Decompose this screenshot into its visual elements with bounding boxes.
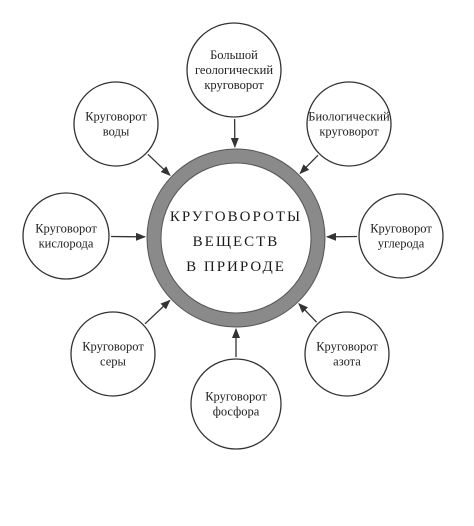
arrow-biological (299, 154, 319, 175)
node-label-geological-line-2: геологический (195, 63, 273, 77)
node-circle-water (73, 81, 159, 167)
node-label-biological-line-1: Биологический (308, 110, 390, 124)
center-title-line-3: В ПРИРОДЕ (186, 259, 286, 275)
node-label-biological-line-2: круговорот (319, 125, 379, 139)
node-label-oxygen-line-2: кислорода (39, 237, 94, 251)
node-circle-biological (306, 81, 392, 167)
node-label-carbon-line-1: Круговорот (370, 222, 432, 236)
arrows-layer (110, 118, 358, 357)
node-label-geological-line-1: Большой (210, 48, 258, 62)
node-circle-carbon (358, 193, 444, 279)
node-label-carbon-line-2: углерода (378, 237, 425, 251)
node-label-water-line-2: воды (103, 125, 130, 139)
node-label-sulfur-line-1: Круговорот (82, 340, 144, 354)
node-label-nitrogen-line-2: азота (333, 355, 361, 369)
node-label-geological-line-3: круговорот (204, 78, 264, 92)
node-circle-geological (186, 22, 282, 118)
arrow-nitrogen (298, 302, 318, 323)
arrow-water (147, 153, 171, 176)
central-ring-outer-edge (146, 148, 326, 328)
central-node: КРУГОВОРОТЫ ВЕЩЕСТВ В ПРИРОДЕ (146, 148, 326, 328)
node-circle-phosphorus (190, 358, 282, 450)
node-circle-sulfur (70, 311, 156, 397)
node-label-oxygen-line-1: Круговорот (35, 222, 97, 236)
arrow-sulfur (144, 299, 171, 325)
nodes-layer: БольшойгеологическийкруговоротБиологичес… (22, 22, 444, 450)
node-label-phosphorus-line-2: фосфора (213, 405, 260, 419)
center-title-line-1: КРУГОВОРОТЫ (170, 209, 302, 225)
node-label-phosphorus-line-1: Круговорот (205, 390, 267, 404)
node-circle-nitrogen (304, 311, 390, 397)
node-label-sulfur-line-2: серы (100, 355, 126, 369)
node-label-water-line-1: Круговорот (85, 110, 147, 124)
central-ring-inner-edge (160, 162, 312, 314)
central-ring (147, 149, 325, 327)
center-title-line-2: ВЕЩЕСТВ (193, 234, 280, 250)
node-circle-oxygen (22, 192, 110, 280)
node-label-nitrogen-line-1: Круговорот (316, 340, 378, 354)
